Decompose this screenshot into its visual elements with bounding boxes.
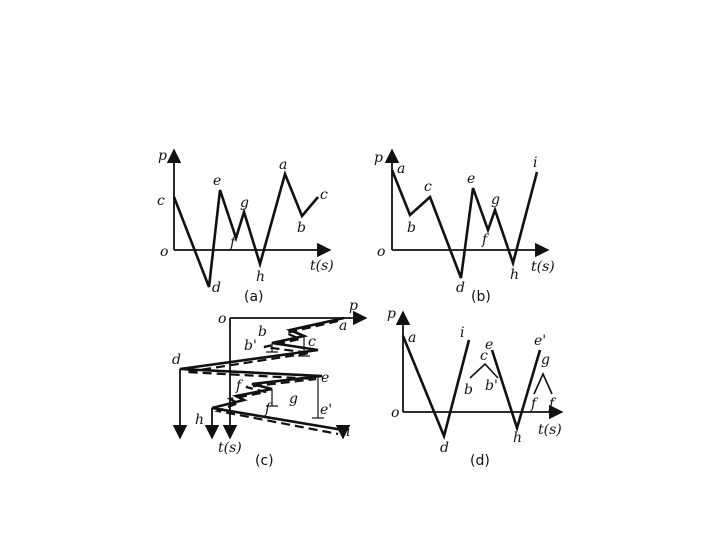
- panel-a-point-g: g: [240, 195, 249, 211]
- panel-d-point-e: e: [485, 337, 493, 353]
- panel-a-point-e: e: [213, 173, 221, 189]
- panel-c-point-e: e: [321, 370, 329, 386]
- panel-b-point-i: i: [533, 155, 537, 171]
- panel-b-point-h: h: [510, 267, 519, 283]
- panel-c-rainflow-paths: [185, 319, 339, 436]
- panel-a-point-c2: c: [320, 187, 328, 203]
- panel-d-point-b-prime: b': [485, 378, 498, 394]
- panel-c-point-c: c: [308, 334, 316, 350]
- panel-b-load-history: [390, 169, 539, 279]
- panel-a-caption: (a): [244, 289, 264, 305]
- panel-a-point-f: f: [229, 235, 238, 251]
- panel-d-point-f1: f: [530, 396, 539, 412]
- panel-d-point-e-prime: e': [534, 333, 546, 349]
- panel-a-x-label: t(s): [310, 258, 334, 274]
- panel-c-point-g: g: [289, 391, 298, 407]
- panel-c-point-f2: f: [264, 401, 273, 417]
- panel-d: p t(s) o a i e c b b' d h e' g f f (d): [387, 306, 564, 469]
- panel-d-point-f2: f: [548, 396, 557, 412]
- panel-b: p t(s) o a b c d e f g h i (b): [374, 148, 555, 305]
- panel-d-x-label: t(s): [538, 422, 562, 438]
- panel-c: p t(s) o a b b' c d e f f g e' h i (c): [172, 298, 368, 469]
- panel-c-t-label: t(s): [218, 440, 242, 456]
- panel-c-p-label: p: [349, 298, 358, 314]
- panel-c-point-b: b: [258, 324, 267, 340]
- panel-b-point-c: c: [424, 179, 432, 195]
- panel-a-origin: o: [160, 244, 168, 260]
- panel-b-x-label: t(s): [531, 259, 555, 275]
- panel-c-point-i: i: [346, 424, 350, 440]
- panel-c-point-d: d: [172, 352, 181, 368]
- panel-b-point-g: g: [491, 192, 500, 208]
- panel-d-point-g: g: [541, 352, 550, 368]
- panel-a-point-b: b: [297, 220, 306, 236]
- panel-c-origin: o: [218, 311, 226, 327]
- panel-a-y-label: p: [158, 148, 167, 164]
- panel-c-point-e-prime: e': [320, 402, 332, 418]
- panel-d-point-c: c: [480, 348, 488, 364]
- panel-d-cycle-f-g-f: [533, 372, 553, 395]
- panel-b-point-a: a: [397, 161, 405, 177]
- panel-a-point-a: a: [279, 157, 287, 173]
- panel-a-point-c1: c: [157, 193, 165, 209]
- panel-c-point-h: h: [195, 412, 204, 428]
- panel-d-point-d: d: [440, 440, 449, 456]
- panel-b-caption: (b): [471, 289, 491, 305]
- panel-c-point-a: a: [339, 318, 347, 334]
- panel-a-load-history: [172, 169, 319, 288]
- panel-a: p t(s) o c d e f g h a b c (a): [157, 148, 334, 305]
- panel-b-origin: o: [377, 244, 385, 260]
- panel-d-point-b: b: [464, 382, 473, 398]
- panel-b-point-d: d: [456, 280, 465, 296]
- panel-c-point-b-prime: b': [244, 338, 257, 354]
- panel-d-point-a: a: [408, 330, 416, 346]
- panel-d-caption: (d): [470, 453, 490, 469]
- panel-c-point-f1: f: [235, 378, 244, 394]
- panel-d-y-label: p: [387, 306, 396, 322]
- panel-c-caption: (c): [255, 453, 274, 469]
- panel-b-point-b: b: [407, 220, 416, 236]
- panel-d-origin: o: [391, 405, 399, 421]
- panel-d-cycle-a-d-i: [401, 335, 471, 441]
- panel-d-point-i: i: [460, 325, 464, 341]
- panel-b-point-f: f: [481, 232, 490, 248]
- panel-a-point-d: d: [212, 280, 221, 296]
- panel-d-cycle-e-h-e-prime: [490, 349, 542, 433]
- panel-d-point-h: h: [513, 430, 522, 446]
- panel-d-cycle-b-c-b-prime: [469, 362, 499, 379]
- panel-a-point-h: h: [256, 269, 265, 285]
- panel-b-y-label: p: [374, 150, 383, 166]
- panel-b-point-e: e: [467, 171, 475, 187]
